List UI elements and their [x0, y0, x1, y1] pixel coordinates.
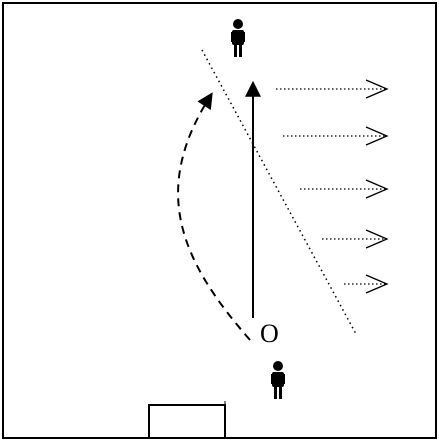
flow-arrow-5 [344, 274, 389, 294]
person-top-icon [231, 19, 245, 57]
person-bottom-icon [271, 361, 285, 399]
flow-arrow-2 [283, 126, 389, 146]
diagonal-dotted-line [201, 49, 357, 335]
origin-label: O [260, 319, 279, 348]
flow-arrow-1 [276, 79, 389, 99]
goal-bracket [148, 401, 226, 437]
curved-dashed-arrow [177, 92, 251, 341]
flow-arrow-4 [322, 229, 389, 249]
flow-arrow-3 [300, 179, 389, 199]
